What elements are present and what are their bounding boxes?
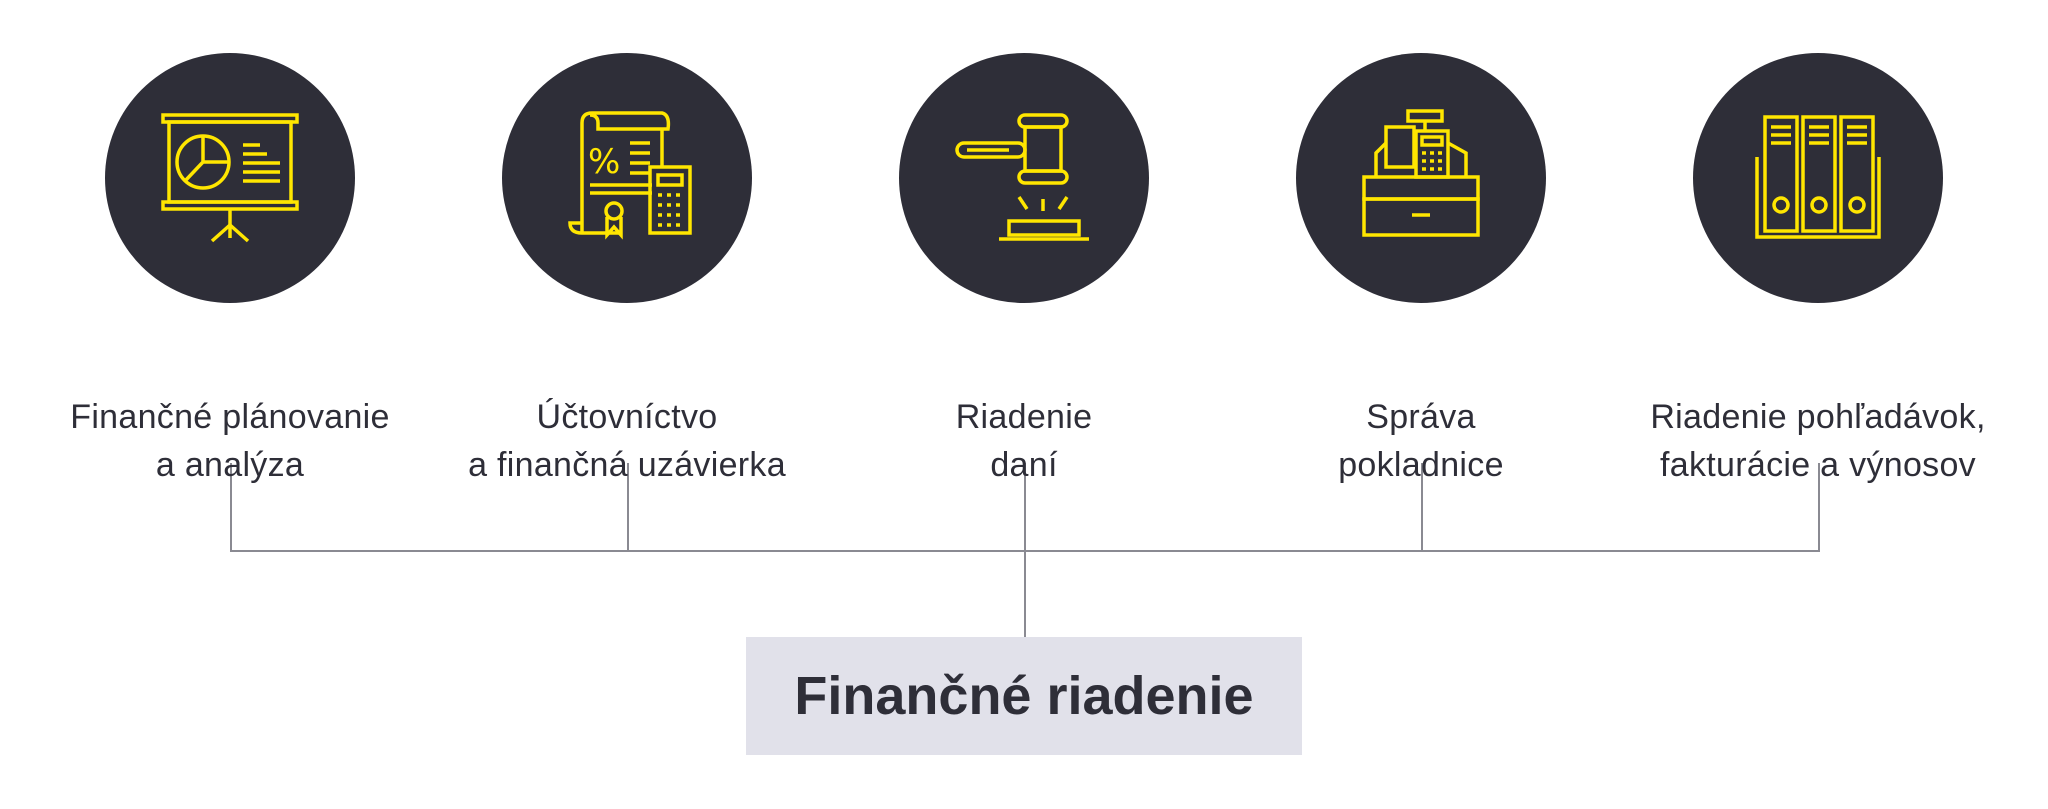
cash-register-icon — [1296, 53, 1546, 303]
node-label-line1: Finančné plánovanie — [70, 398, 390, 436]
document-calculator-icon: % — [502, 53, 752, 303]
binders-icon — [1693, 53, 1943, 303]
svg-text:%: % — [588, 142, 620, 182]
node-accounting: % Účtovníctvo a finančná uzávierka — [427, 53, 827, 489]
node-label-line2: pokladnice — [1338, 446, 1504, 484]
node-treasury: Správa pokladnice — [1221, 53, 1621, 489]
node-label-line2: a analýza — [155, 446, 305, 484]
node-label-line1: Riadenie pohľadávok, — [1650, 398, 1986, 436]
gavel-icon — [899, 53, 1149, 303]
connector-5 — [1818, 463, 1820, 552]
node-label-line2: a finančná uzávierka — [468, 446, 786, 484]
connector-2 — [627, 463, 629, 552]
node-receivables: Riadenie pohľadávok, fakturácie a výnosov — [1618, 53, 2018, 489]
node-label-line1: Riadenie — [955, 398, 1093, 436]
connector-1 — [230, 463, 232, 552]
presentation-chart-icon — [105, 53, 355, 303]
node-label-line2: daní — [990, 446, 1058, 484]
root-label: Finančné riadenie — [794, 666, 1254, 726]
node-label-line2: fakturácie a výnosov — [1660, 446, 1976, 484]
node-label-line1: Správa — [1366, 398, 1476, 436]
root-node-financial-management: Finančné riadenie — [746, 637, 1302, 755]
node-tax: Riadenie daní — [824, 53, 1224, 489]
node-label-line1: Účtovníctvo — [536, 398, 718, 436]
node-financial-planning: Finančné plánovanie a analýza — [30, 53, 430, 489]
connector-4 — [1421, 463, 1423, 552]
connector-horizontal — [230, 550, 1820, 552]
